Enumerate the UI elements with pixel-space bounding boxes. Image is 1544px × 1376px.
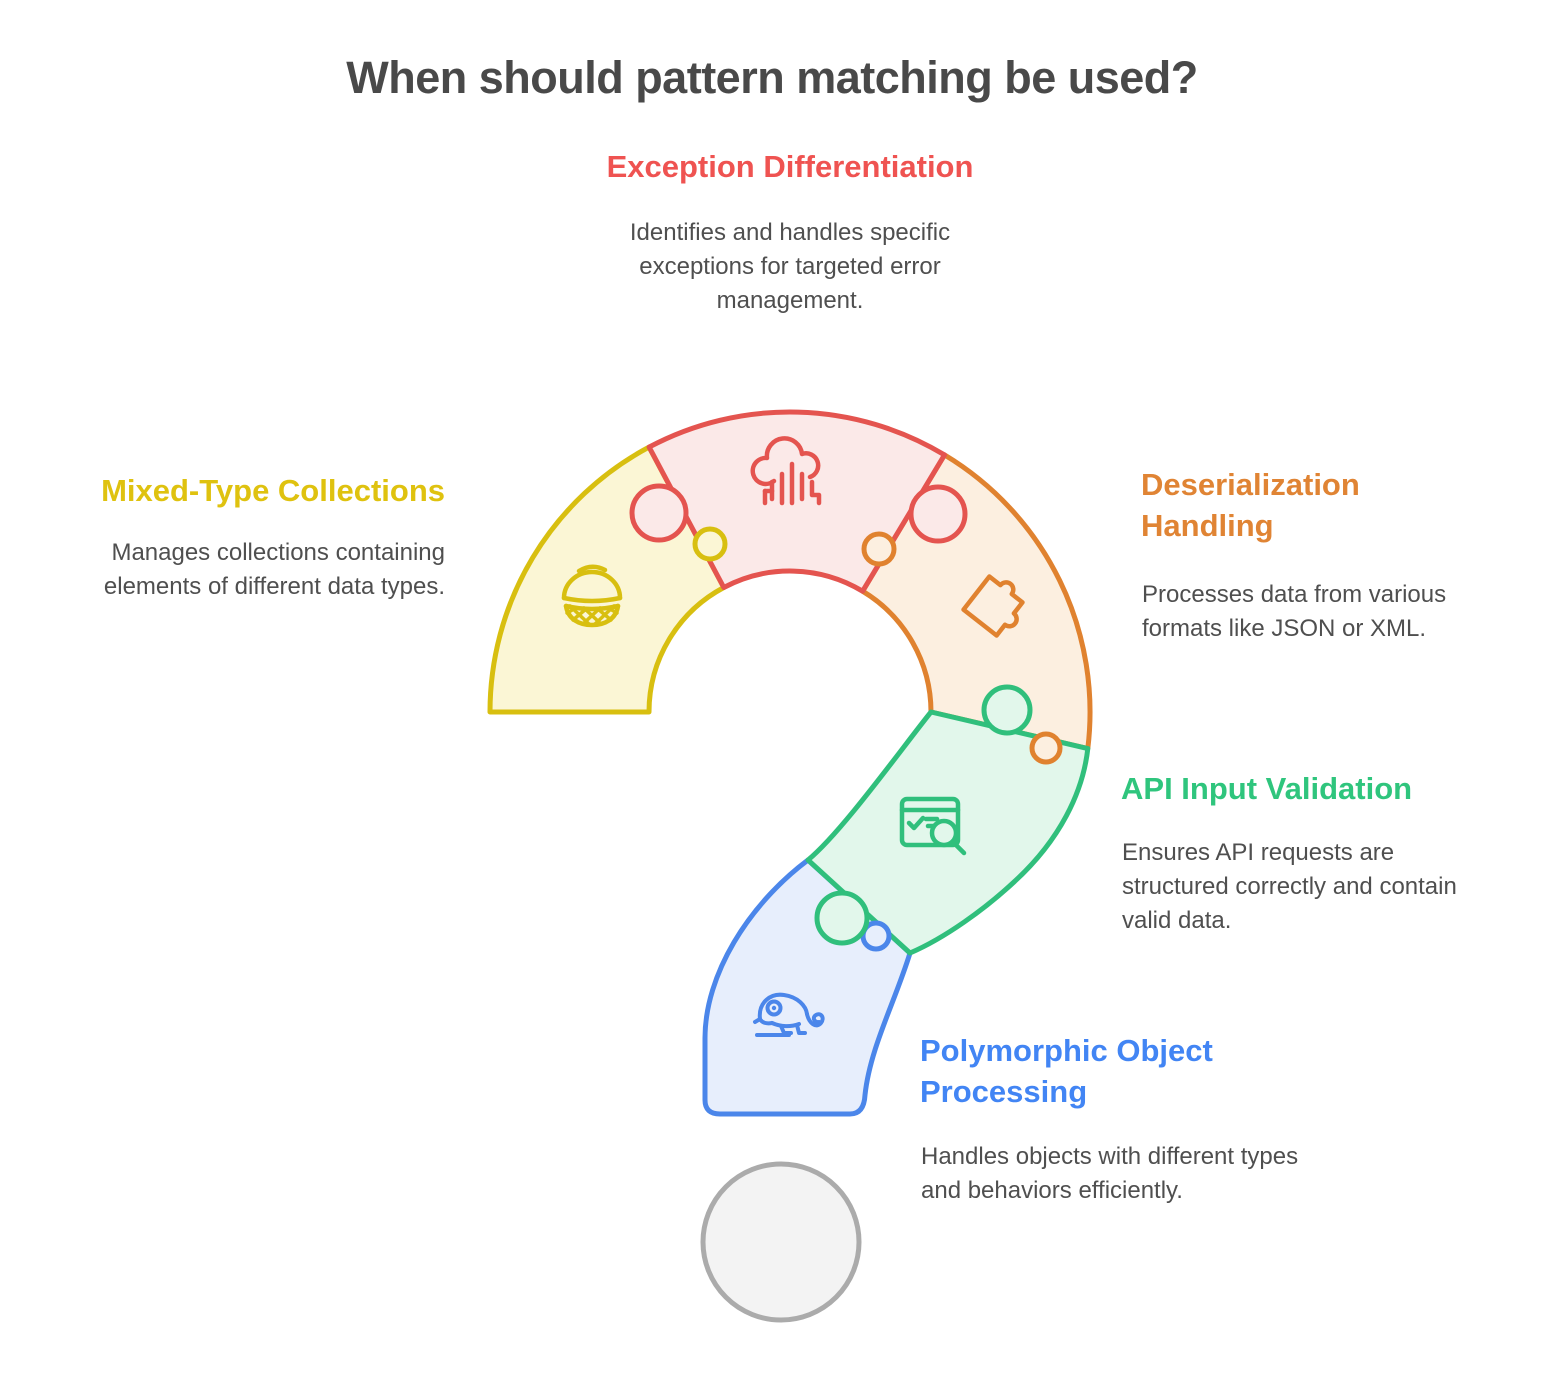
question-mark-dot [700, 1161, 862, 1323]
knob-green-into-blue [814, 890, 870, 946]
heading-deserialization-handling: Deserialization Handling [1141, 467, 1360, 543]
tab-orange-into-green [1029, 731, 1063, 765]
body-deserialization-handling: Processes data from various formats like… [1142, 581, 1447, 642]
body-api-input-validation: Ensures API requests are structured corr… [1122, 839, 1457, 934]
knob-red-into-orange [908, 484, 968, 544]
knob-red-into-yellow [629, 483, 689, 543]
heading-exception-differentiation: Exception Differentiation [606, 149, 974, 184]
tab-orange-into-red [861, 531, 897, 567]
page-title: When should pattern matching be used? [346, 52, 1198, 103]
heading-api-input-validation: API Input Validation [1121, 771, 1413, 806]
body-exception-differentiation: Identifies and handles specific exceptio… [629, 219, 951, 314]
validated-window-icon [899, 796, 967, 856]
tab-yellow-into-red [692, 526, 728, 562]
body-mixed-type-collections: Manages collections containing elements … [103, 539, 445, 600]
tab-blue-into-green [860, 920, 892, 952]
body-polymorphic-object-processing: Handles objects with different types and… [921, 1143, 1299, 1204]
heading-mixed-type-collections: Mixed-Type Collections [101, 473, 445, 508]
heading-polymorphic-object-processing: Polymorphic Object Processing [920, 1033, 1213, 1109]
chameleon-icon [753, 992, 825, 1037]
knob-green-into-orange [981, 684, 1033, 736]
cloud-data-streams-icon [750, 436, 822, 506]
basket-icon [561, 564, 623, 628]
puzzle-piece-icon [961, 574, 1025, 638]
